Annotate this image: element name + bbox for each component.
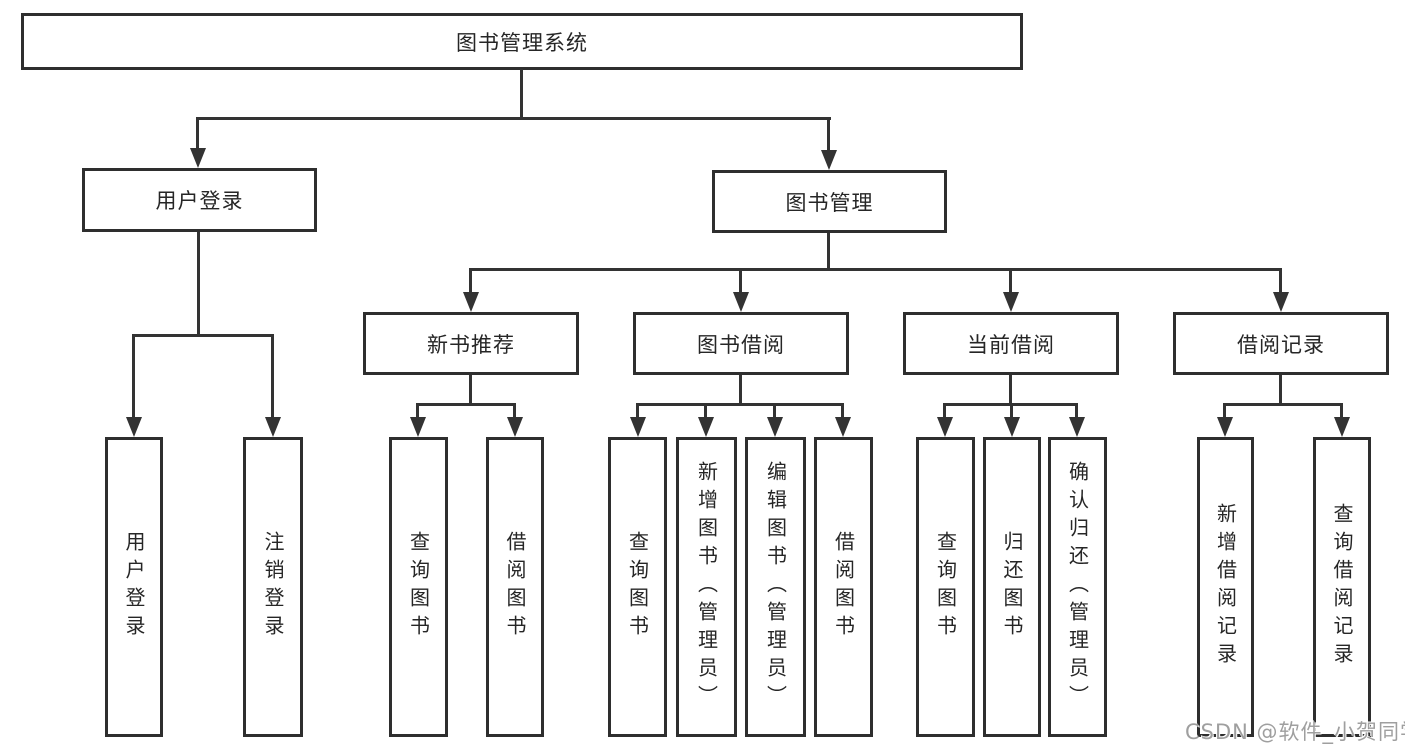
connector-records-vertical — [1279, 375, 1282, 406]
leaf-logout-login-label: 注销登录 — [261, 531, 285, 643]
node-current-borrowing-label: 当前借阅 — [967, 332, 1055, 357]
connector-current-stem-2 — [1010, 403, 1013, 419]
arrow-down-icon — [937, 417, 953, 437]
leaf-query-books-borrowing-label: 查询图书 — [625, 531, 650, 643]
arrow-down-icon — [507, 417, 523, 437]
arrow-down-icon — [1069, 417, 1085, 437]
node-new-book-recommendation-label: 新书推荐 — [427, 332, 515, 357]
leaf-query-borrow-record: 查询借阅记录 — [1313, 437, 1371, 737]
leaf-user-login: 用户登录 — [105, 437, 163, 737]
leaf-borrow-books-recommend-label: 借阅图书 — [503, 531, 527, 643]
connector-records-stem-2 — [1340, 403, 1343, 419]
connector-current-stem-3 — [1075, 403, 1078, 419]
connector-bookmgmt-stem-4 — [1279, 268, 1282, 294]
leaf-borrow-books-recommend: 借阅图书 — [486, 437, 544, 737]
node-book-management: 图书管理 — [712, 170, 947, 233]
leaf-confirm-return-admin: 确认归还（管理员） — [1048, 437, 1107, 737]
connector-userlogin-stem-1 — [132, 334, 135, 418]
arrow-down-icon — [1273, 292, 1289, 312]
csdn-watermark: CSDN @软件_小贺同学 — [1185, 720, 1405, 744]
leaf-user-login-label: 用户登录 — [122, 531, 146, 643]
connector-root-horizontal — [197, 117, 831, 120]
leaf-logout-login: 注销登录 — [243, 437, 303, 737]
node-user-login: 用户登录 — [82, 168, 317, 232]
leaf-edit-books-admin-label: 编辑图书（管理员） — [763, 461, 788, 713]
node-root-label: 图书管理系统 — [456, 30, 588, 55]
connector-records-horizontal — [1223, 403, 1343, 406]
connector-bookmgmt-horizontal — [469, 268, 1282, 271]
leaf-query-books-recommend: 查询图书 — [389, 437, 448, 737]
node-root: 图书管理系统 — [21, 13, 1023, 70]
node-user-login-label: 用户登录 — [155, 189, 244, 213]
leaf-query-borrow-record-label: 查询借阅记录 — [1330, 503, 1354, 671]
connector-borrowing-stem-3 — [773, 403, 776, 419]
connector-bookmgmt-stem-3 — [1009, 268, 1012, 294]
leaf-return-books: 归还图书 — [983, 437, 1041, 737]
arrow-down-icon — [767, 417, 783, 437]
leaf-return-books-label: 归还图书 — [1000, 531, 1024, 643]
connector-borrowing-stem-4 — [841, 403, 844, 419]
arrow-down-icon — [1004, 417, 1020, 437]
connector-root-stem-1 — [196, 117, 199, 149]
connector-borrowing-stem-2 — [704, 403, 707, 419]
arrow-down-icon — [190, 148, 206, 168]
leaf-add-borrow-record: 新增借阅记录 — [1197, 437, 1254, 737]
arrow-down-icon — [835, 417, 851, 437]
arrow-down-icon — [698, 417, 714, 437]
connector-current-vertical — [1009, 375, 1012, 406]
arrow-down-icon — [630, 417, 646, 437]
connector-userlogin-vertical — [197, 232, 200, 337]
arrow-down-icon — [1003, 292, 1019, 312]
leaf-add-borrow-record-label: 新增借阅记录 — [1213, 503, 1238, 671]
connector-recommend-stem-2 — [513, 403, 516, 419]
node-book-borrowing-label: 图书借阅 — [697, 332, 785, 357]
connector-recommend-horizontal — [416, 403, 516, 406]
node-borrowing-records-label: 借阅记录 — [1237, 332, 1325, 357]
connector-borrowing-stem-1 — [636, 403, 639, 419]
leaf-query-books-borrowing: 查询图书 — [608, 437, 667, 737]
arrow-down-icon — [733, 292, 749, 312]
connector-records-stem-1 — [1223, 403, 1226, 419]
connector-bookmgmt-stem-2 — [739, 268, 742, 294]
leaf-add-books-admin: 新增图书（管理员） — [676, 437, 737, 737]
leaf-query-books-current: 查询图书 — [916, 437, 975, 737]
node-book-management-label: 图书管理 — [785, 190, 874, 215]
leaf-confirm-return-admin-label: 确认归还（管理员） — [1065, 461, 1090, 713]
leaf-query-books-recommend-label: 查询图书 — [406, 531, 431, 643]
leaf-borrow-books-borrowing-label: 借阅图书 — [831, 531, 856, 643]
leaf-edit-books-admin: 编辑图书（管理员） — [745, 437, 806, 737]
node-book-borrowing: 图书借阅 — [633, 312, 849, 375]
arrow-down-icon — [410, 417, 426, 437]
connector-bookmgmt-stem-1 — [469, 268, 472, 294]
connector-userlogin-horizontal — [132, 334, 274, 337]
leaf-query-books-current-label: 查询图书 — [933, 531, 958, 643]
connector-userlogin-stem-2 — [271, 334, 274, 418]
arrow-down-icon — [1334, 417, 1350, 437]
connector-bookmgmt-vertical — [827, 233, 830, 271]
connector-borrowing-vertical — [739, 375, 742, 406]
connector-recommend-stem-1 — [416, 403, 419, 419]
connector-borrowing-horizontal — [636, 403, 844, 406]
arrow-down-icon — [463, 292, 479, 312]
arrow-down-icon — [1217, 417, 1233, 437]
leaf-borrow-books-borrowing: 借阅图书 — [814, 437, 873, 737]
arrow-down-icon — [265, 417, 281, 437]
connector-current-stem-1 — [943, 403, 946, 419]
arrow-down-icon — [126, 417, 142, 437]
leaf-add-books-admin-label: 新增图书（管理员） — [694, 461, 719, 713]
connector-recommend-vertical — [469, 375, 472, 406]
node-new-book-recommendation: 新书推荐 — [363, 312, 579, 375]
node-current-borrowing: 当前借阅 — [903, 312, 1119, 375]
connector-root-stem-2 — [827, 117, 830, 150]
arrow-down-icon — [821, 150, 837, 170]
connector-root-vertical — [520, 69, 523, 118]
node-borrowing-records: 借阅记录 — [1173, 312, 1389, 375]
